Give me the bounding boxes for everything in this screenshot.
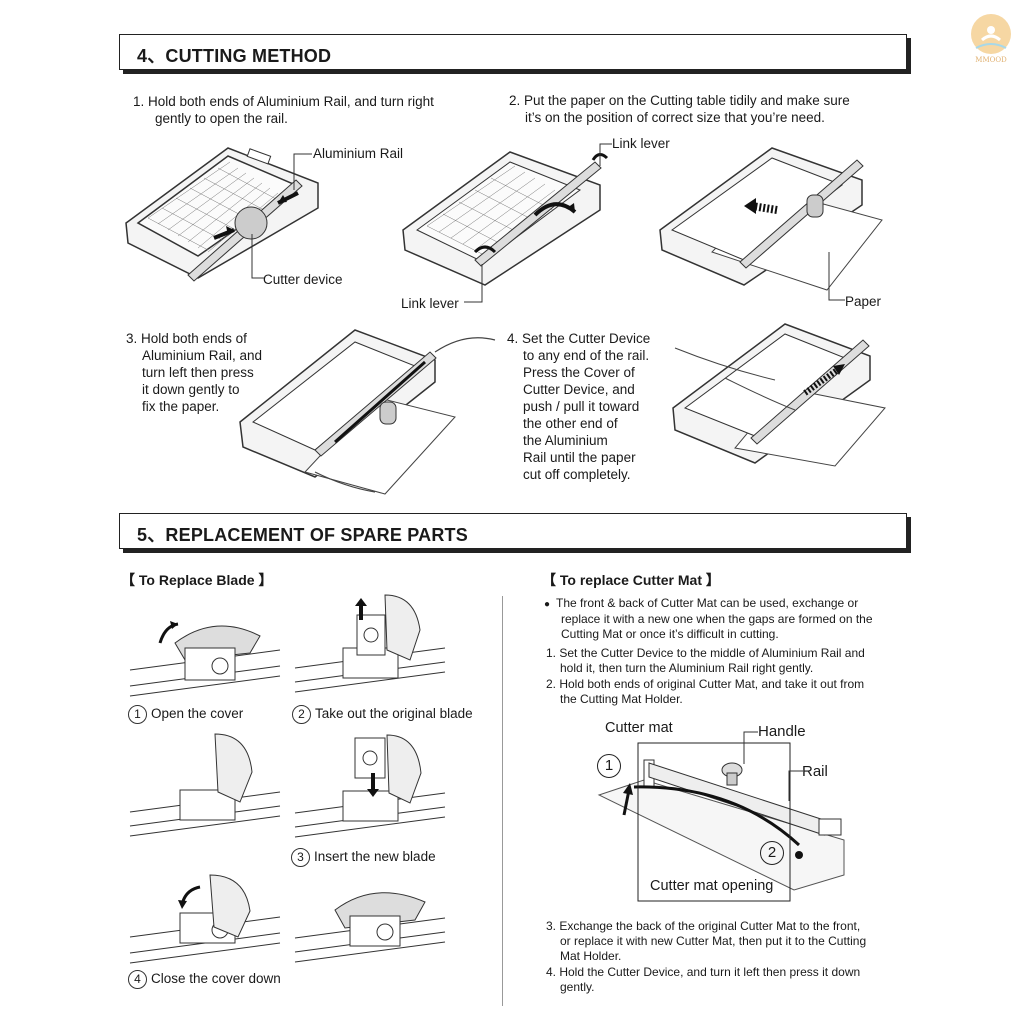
watermark-logo: MMOOD	[962, 10, 1020, 66]
label-aluminium-rail: Aluminium Rail	[313, 146, 404, 161]
label-handle: Handle	[758, 723, 806, 740]
marker-2: 2	[760, 841, 784, 865]
section-5-title: 5、REPLACEMENT OF SPARE PARTS	[137, 525, 468, 545]
bullet-icon: ●	[544, 599, 551, 610]
mat-step-1: 1. Set the Cutter Device to the middle o…	[546, 646, 865, 675]
marker-1: 1	[597, 754, 621, 778]
trimmer-figure-3	[659, 147, 883, 291]
leader-line	[464, 264, 483, 303]
mat-step-3: 3. Exchange the back of the original Cut…	[546, 919, 867, 963]
leader-line	[788, 770, 803, 801]
label-cutter-mat-opening: Cutter mat opening	[650, 878, 774, 894]
label-cutter-device: Cutter device	[263, 272, 343, 287]
section-4-header: 4、CUTTING METHOD	[119, 34, 907, 70]
blade-figure-closed	[294, 892, 446, 963]
leader-line	[251, 234, 264, 279]
step-4-text: 4. Set the Cutter Device to any end of t…	[507, 331, 651, 482]
blade-figure-open	[129, 621, 281, 697]
step-2-text: 2. Put the paper on the Cutting table ti…	[509, 93, 850, 125]
leader-line	[828, 252, 845, 301]
blade-figure-empty	[129, 733, 281, 837]
mat-step-2: 2. Hold both ends of original Cutter Mat…	[546, 677, 865, 706]
label-paper: Paper	[845, 294, 882, 309]
trimmer-figure-5	[672, 323, 886, 467]
blade-figure-close	[129, 874, 281, 964]
leader-line	[599, 143, 612, 166]
trimmer-figure-4	[239, 329, 496, 495]
step-1-text: 1. Hold both ends of Aluminium Rail, and…	[133, 94, 434, 126]
blade-figure-insert	[294, 734, 446, 838]
label-link-lever-bottom: Link lever	[401, 296, 459, 311]
section-5-header: 5、REPLACEMENT OF SPARE PARTS	[119, 513, 907, 549]
mat-step-4: 4. Hold the Cutter Device, and turn it l…	[546, 965, 861, 994]
cutter-mat-diagram	[597, 742, 845, 902]
section-4-title: 4、CUTTING METHOD	[137, 46, 332, 66]
leader-line	[293, 153, 312, 190]
label-rail: Rail	[802, 763, 828, 780]
mat-bullet-text: ●The front & back of Cutter Mat can be u…	[544, 596, 873, 641]
label-cutter-mat: Cutter mat	[605, 720, 673, 736]
trimmer-figure-2	[402, 151, 609, 286]
svg-text:MMOOD: MMOOD	[975, 56, 1007, 64]
trimmer-figure-1	[125, 147, 319, 282]
leader-line	[743, 731, 758, 764]
replace-blade-heading: 【 To Replace Blade 】	[121, 572, 273, 588]
blade-figure-take-out	[294, 594, 446, 693]
column-divider	[502, 596, 503, 1006]
step-3-text: 3. Hold both ends of Aluminium Rail, and…	[126, 331, 263, 414]
label-link-lever-top: Link lever	[612, 136, 670, 151]
replace-mat-heading: 【 To replace Cutter Mat 】	[542, 572, 720, 588]
